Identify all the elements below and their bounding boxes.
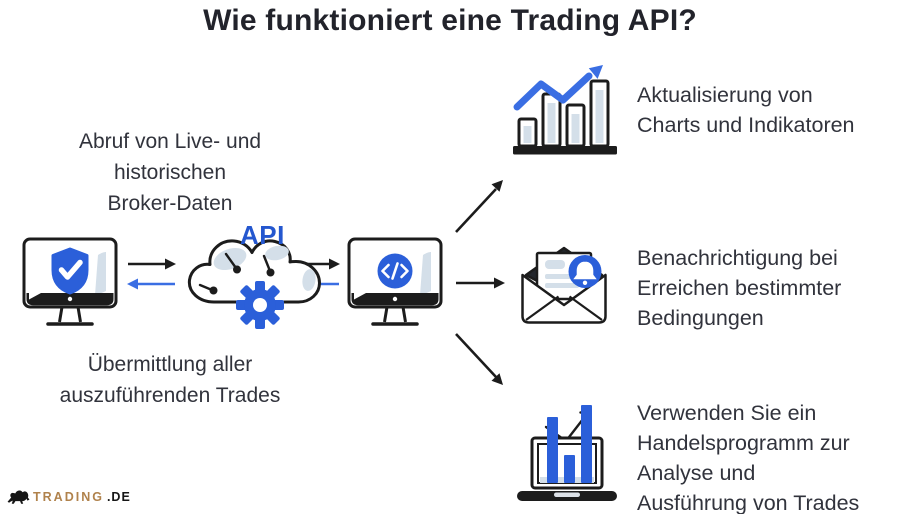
arrow-monitor-to-cloud: [128, 258, 176, 270]
bar-chart-growth-icon: [512, 62, 618, 163]
label-line: Ausführung von Trades: [637, 491, 860, 514]
label-line: Verwenden Sie ein: [637, 401, 817, 425]
monitor-code-icon: [347, 237, 443, 335]
monitor-shield-icon: [22, 237, 118, 335]
label-line: Übermittlung aller: [87, 353, 253, 376]
brand-logo: TRADING.DE: [6, 489, 131, 505]
logo-tld-text: .DE: [106, 490, 131, 504]
logo-brand-text: TRADING: [33, 490, 104, 504]
label-line: Erreichen bestimmter: [637, 276, 842, 300]
arrow-to-notification: [456, 277, 505, 289]
label-line: Aktualisierung von: [637, 83, 813, 107]
arrow-to-charts: [455, 180, 503, 233]
label-charts-update: Aktualisierung von Charts und Indikatore…: [637, 80, 855, 140]
arrow-cloud-to-monitor: [127, 278, 175, 290]
laptop-analysis-icon: [512, 396, 622, 513]
arrow-to-program: [455, 333, 503, 385]
label-notification: Benachrichtigung bei Erreichen bestimmte…: [637, 243, 841, 333]
page-title: Wie funktioniert eine Trading API?: [203, 4, 697, 37]
label-line: historischen: [113, 161, 227, 184]
label-line: Bedingungen: [637, 306, 764, 330]
label-trading-program: Verwenden Sie ein Handelsprogramm zur An…: [637, 398, 859, 514]
label-trades: Übermittlung aller auszuführenden Trades: [10, 349, 330, 411]
gear-icon: [236, 281, 284, 329]
label-line: Analyse und: [637, 461, 756, 485]
bull-icon: [6, 489, 30, 505]
api-label: API: [240, 220, 285, 250]
label-broker-data: Abruf von Live- und historischen Broker-…: [10, 126, 330, 219]
mail-notification-icon: [514, 237, 614, 334]
label-line: auszuführenden Trades: [59, 384, 281, 407]
bell-icon: [568, 255, 602, 288]
label-line: Benachrichtigung bei: [637, 246, 838, 270]
label-line: Handelsprogramm zur: [637, 431, 850, 455]
label-line: Abruf von Live- und: [78, 130, 262, 153]
api-cloud-gear-icon: [176, 228, 340, 335]
label-line: Charts und Indikatoren: [637, 113, 855, 137]
label-line: Broker-Daten: [107, 192, 233, 215]
